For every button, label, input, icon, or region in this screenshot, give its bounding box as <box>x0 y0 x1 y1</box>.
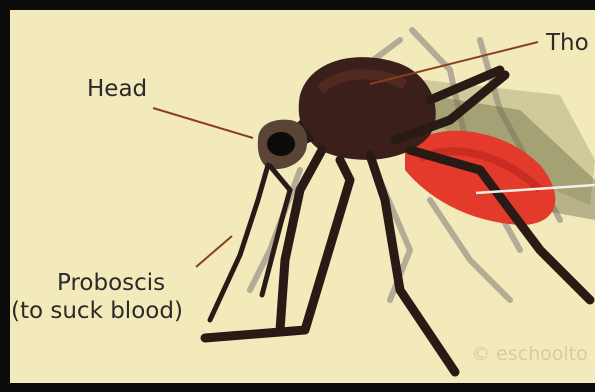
head-leader-line <box>153 108 253 138</box>
label-proboscis: Proboscis <box>57 272 165 295</box>
label-head: Head <box>87 78 147 101</box>
copyright-watermark: © eschoolto <box>471 343 588 365</box>
proboscis-leader-line <box>196 236 232 267</box>
label-proboscis-note: (to suck blood) <box>11 300 183 323</box>
label-thorax: Tho <box>546 32 589 55</box>
proboscis <box>210 165 268 320</box>
eye-icon <box>267 132 295 156</box>
